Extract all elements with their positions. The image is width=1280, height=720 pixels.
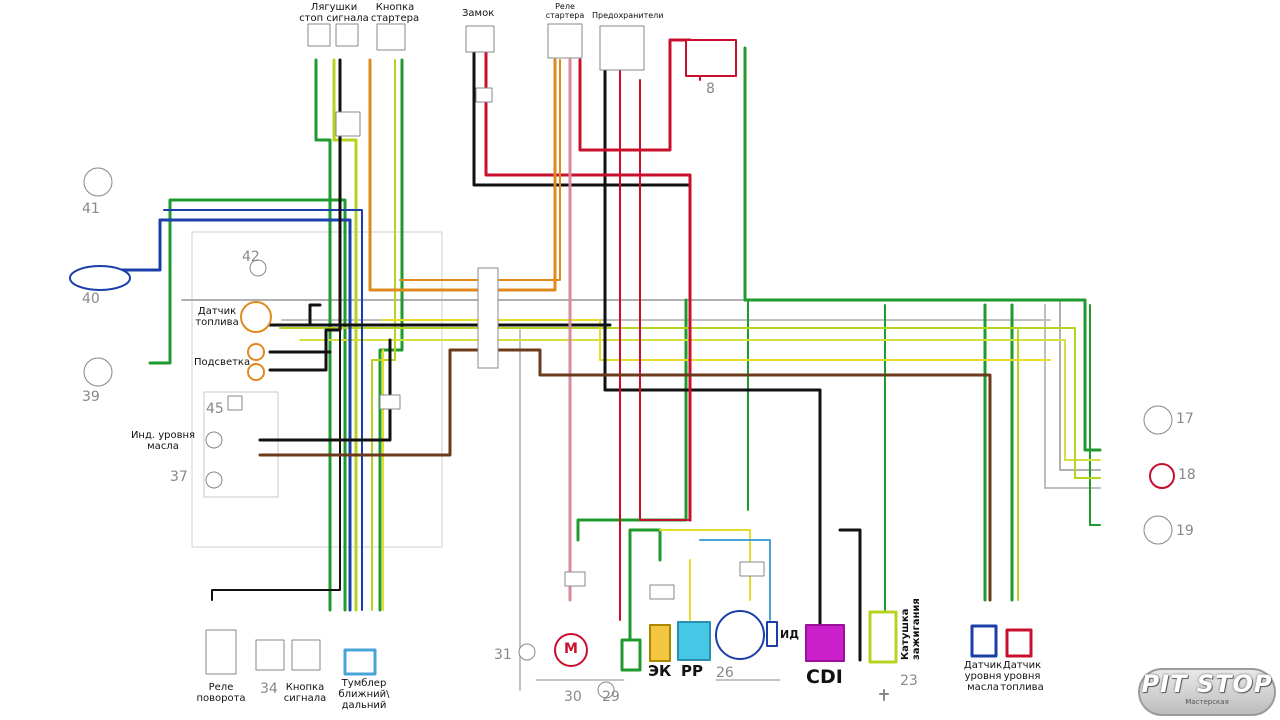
rr-label: РР [681, 662, 703, 680]
component-number-42: 42 [242, 249, 260, 265]
component-number-31: 31 [494, 647, 512, 663]
ek-label: ЭК [648, 662, 672, 680]
fuses-label: Предохранители [592, 11, 664, 20]
component-number-26: 26 [716, 665, 734, 681]
component-number-41: 41 [82, 201, 100, 217]
component-number-18: 18 [1178, 467, 1196, 483]
ignition-lock-label: Замок [462, 8, 495, 19]
component-number-17: 17 [1176, 411, 1194, 427]
component-number-34: 34 [260, 681, 278, 697]
id-label: ИД [780, 628, 800, 641]
component-number-30: 30 [564, 689, 582, 705]
component-number-23: 23 [900, 673, 918, 689]
component-number-37: 37 [170, 469, 188, 485]
component-number-40: 40 [82, 291, 100, 307]
cdi-label: CDI [806, 666, 843, 688]
component-number-8: 8 [706, 81, 715, 97]
component-number-45: 45 [206, 401, 224, 417]
pit-stop-logo: PIT STOP Мастерская [1138, 668, 1276, 716]
component-number-19: 19 [1176, 523, 1194, 539]
backlight-label: Подсветка [194, 357, 251, 368]
component-number-39: 39 [82, 389, 100, 405]
component-number-29: 29 [602, 689, 620, 705]
motor-icon: M [564, 641, 578, 657]
